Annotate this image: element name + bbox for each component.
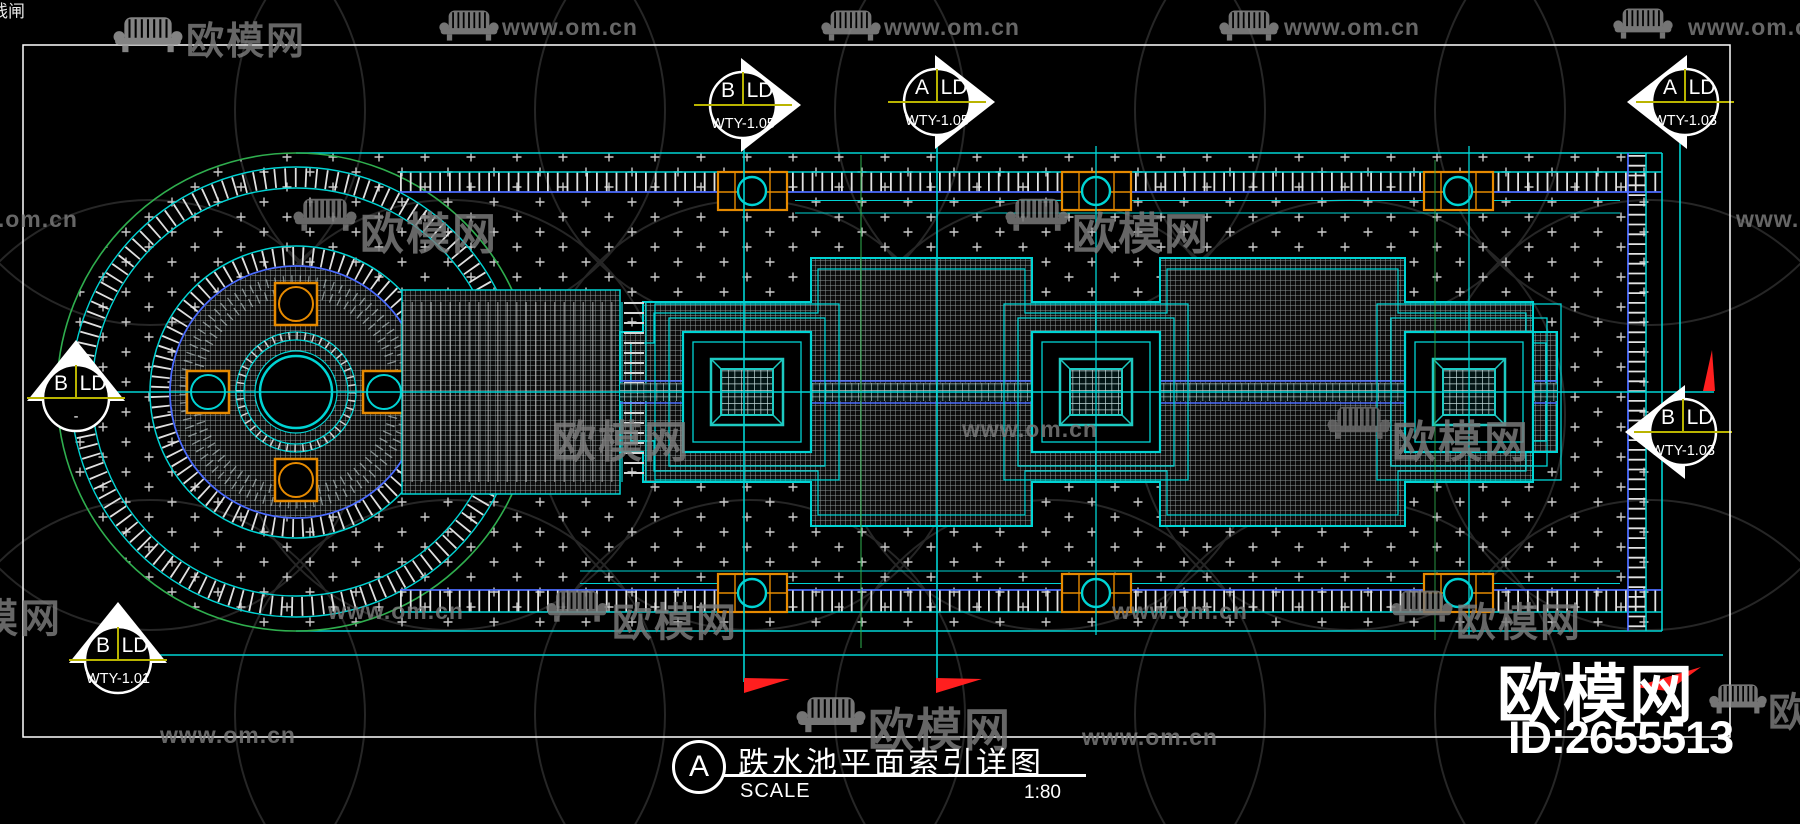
svg-text:WTY-1.03: WTY-1.03 — [1653, 113, 1717, 129]
svg-text:WTY-1.05: WTY-1.05 — [905, 113, 969, 129]
svg-text:LD: LD — [122, 634, 149, 657]
callout-marker-3: A LD WTY-1.03 — [1627, 55, 1734, 149]
sofa-icon — [112, 16, 184, 54]
sofa-icon — [1612, 7, 1674, 40]
scale-value: 1:80 — [1024, 782, 1061, 803]
pool-terrace-line — [630, 268, 1547, 516]
red-wedge-2 — [936, 678, 982, 693]
callout-marker-6: B LD WTY-1.01 — [69, 602, 167, 695]
svg-text:WTY-1.05: WTY-1.05 — [711, 116, 775, 132]
sofa-icon — [438, 9, 500, 42]
planter — [716, 572, 789, 614]
svg-text:WTY-1.03: WTY-1.03 — [1651, 443, 1715, 459]
svg-text:LD: LD — [747, 79, 774, 102]
svg-text:-: - — [74, 409, 79, 425]
svg-text:LD: LD — [941, 76, 968, 99]
svg-text:B: B — [721, 79, 735, 102]
svg-text:LD: LD — [80, 372, 107, 395]
brand-id-text: ID:2655513 — [1508, 712, 1734, 763]
callout-marker-5: B LD WTY-1.03 — [1625, 385, 1732, 479]
sofa-icon — [1708, 683, 1768, 715]
svg-text:A: A — [1663, 76, 1677, 99]
callout-marker-4: B LD - — [27, 340, 125, 433]
brand-watermark-large: 欧模网 — [1497, 659, 1695, 731]
callout-marker-1: B LD WTY-1.05 — [694, 58, 801, 152]
grid-lines — [40, 133, 1723, 682]
plaza-planter-north — [273, 281, 319, 327]
sofa-icon — [1218, 9, 1280, 42]
planter — [1422, 170, 1495, 212]
red-wedges — [744, 350, 1715, 693]
scale-label: SCALE — [740, 780, 811, 802]
sofa-icon — [820, 9, 882, 42]
corner-label: 线闸 — [0, 2, 25, 21]
red-wedge-4 — [1634, 667, 1701, 691]
drawing-frame — [22, 44, 1731, 738]
detail-label-circle: A — [672, 740, 726, 794]
title-underline — [722, 774, 1086, 777]
svg-text:LD: LD — [1689, 76, 1716, 99]
svg-text:B: B — [54, 372, 68, 395]
sofa-icon — [795, 696, 867, 734]
svg-text:WTY-1.01: WTY-1.01 — [86, 671, 150, 687]
detail-label: A — [688, 750, 709, 783]
svg-text:B: B — [1661, 406, 1675, 429]
callout-marker-2: A LD WTY-1.05 — [888, 55, 995, 149]
svg-text:A: A — [915, 76, 929, 99]
planter — [716, 170, 789, 212]
svg-text:LD: LD — [1687, 406, 1714, 429]
red-wedge-3 — [1703, 350, 1715, 391]
plaza-planter-south — [273, 457, 319, 503]
red-wedge-1 — [744, 678, 790, 693]
svg-text:B: B — [96, 634, 110, 657]
